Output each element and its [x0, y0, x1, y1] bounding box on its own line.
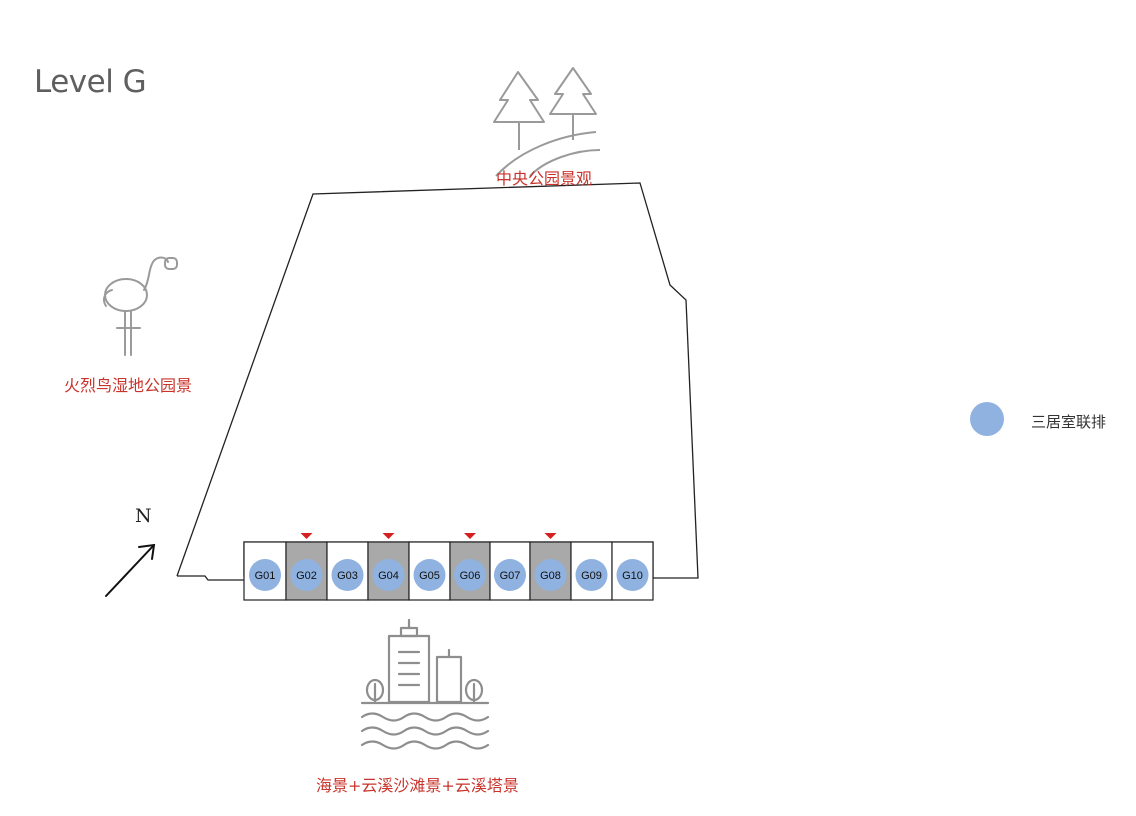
south-view-label: 海景+云溪沙滩景+云溪塔景 — [316, 776, 519, 795]
unit-dot-g07 — [494, 559, 526, 591]
unit-label: G06 — [460, 570, 481, 582]
entry-marker-icon — [464, 533, 476, 539]
entry-marker-icon — [382, 533, 395, 539]
site-boundary — [176, 182, 699, 581]
unit-dot-g08 — [534, 559, 567, 591]
trees-icon — [493, 67, 601, 177]
legend-swatch — [970, 402, 1004, 436]
unit-label: G03 — [337, 570, 358, 582]
unit-dot-g09 — [575, 559, 608, 591]
city-sea-icon — [360, 618, 490, 750]
unit-dot-g10 — [616, 559, 649, 591]
compass-label: N — [135, 505, 152, 527]
unit-dot-g01 — [249, 559, 281, 591]
unit-label: G01 — [255, 570, 276, 582]
unit-label: G07 — [500, 570, 521, 582]
unit-label: G10 — [622, 570, 643, 582]
unit-label: G08 — [540, 570, 561, 582]
unit-dot-g03 — [331, 559, 364, 591]
unit-label: G02 — [296, 570, 317, 582]
unit-label: G09 — [581, 570, 602, 582]
unit-dot-g05 — [413, 559, 446, 591]
unit-dot-g02 — [290, 559, 323, 591]
legend-label: 三居室联排 — [1031, 413, 1107, 431]
units-row: G01 G02 G03 G04 G05 G06 G07 G08 G09 G10 — [243, 533, 654, 601]
west-view-label: 火烈鸟湿地公园景 — [64, 376, 193, 395]
entry-marker-icon — [300, 533, 313, 539]
entry-marker-icon — [544, 533, 557, 539]
unit-dot-g06 — [454, 559, 486, 591]
unit-label: G05 — [419, 570, 440, 582]
page-title: Level G — [34, 64, 147, 100]
north-view-label: 中央公园景观 — [496, 169, 593, 188]
unit-label: G04 — [378, 570, 399, 582]
unit-dot-g04 — [372, 559, 405, 591]
north-arrow-icon — [105, 543, 156, 597]
flamingo-icon — [103, 256, 178, 356]
